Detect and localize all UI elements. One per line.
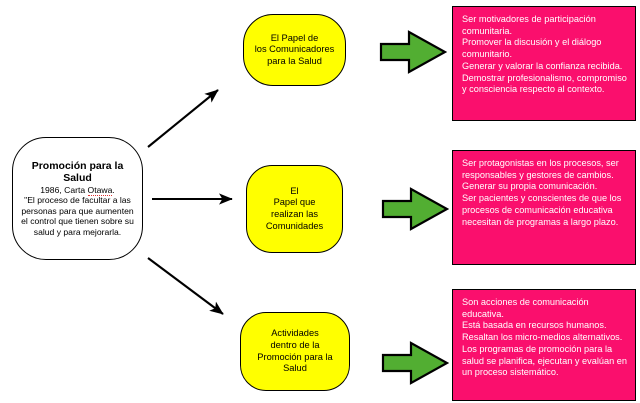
detail-panel-text: Ser motivadores de participación comunit… <box>462 14 627 95</box>
concept-title: Promoción para la Salud <box>31 159 124 185</box>
stage-label: Actividades dentro de la Promoción para … <box>257 328 333 374</box>
stage-node-actividades: Actividades dentro de la Promoción para … <box>240 312 350 391</box>
detail-panel-comunidades: Ser protagonistas en los procesos, ser r… <box>452 150 636 265</box>
right-block-arrow-icon <box>381 186 449 232</box>
concept-source-spellcheck-underline: Otawa <box>87 184 113 196</box>
stage-label: El Papel que realizan las Comunidades <box>265 185 324 231</box>
stage-label: El Papel de los Comunicadores para la Sa… <box>254 32 335 66</box>
concept-source: 1986, Carta Otawa. <box>40 184 115 196</box>
detail-panel-comunicadores: Ser motivadores de participación comunit… <box>452 6 636 121</box>
right-block-arrow-icon <box>379 29 447 75</box>
right-block-arrow-icon <box>381 340 449 386</box>
detail-panel-actividades: Son acciones de comunicación educativa. … <box>452 289 636 401</box>
concept-source-prefix: 1986, Carta <box>40 184 88 195</box>
stage-node-comunidades: El Papel que realizan las Comunidades <box>246 165 343 253</box>
concept-quote: "El proceso de facultar a las personas p… <box>21 195 134 237</box>
stage-node-comunicadores: El Papel de los Comunicadores para la Sa… <box>243 14 346 86</box>
connector-to-comunicadores <box>147 89 219 148</box>
detail-panel-text: Ser protagonistas en los procesos, ser r… <box>462 158 622 227</box>
detail-panel-text: Son acciones de comunicación educativa. … <box>462 297 627 378</box>
concept-source-suffix: . <box>112 184 115 195</box>
connector-to-actividades <box>147 257 224 315</box>
concept-node-promocion-para-la-salud: Promoción para la Salud 1986, Carta Otaw… <box>12 137 143 260</box>
